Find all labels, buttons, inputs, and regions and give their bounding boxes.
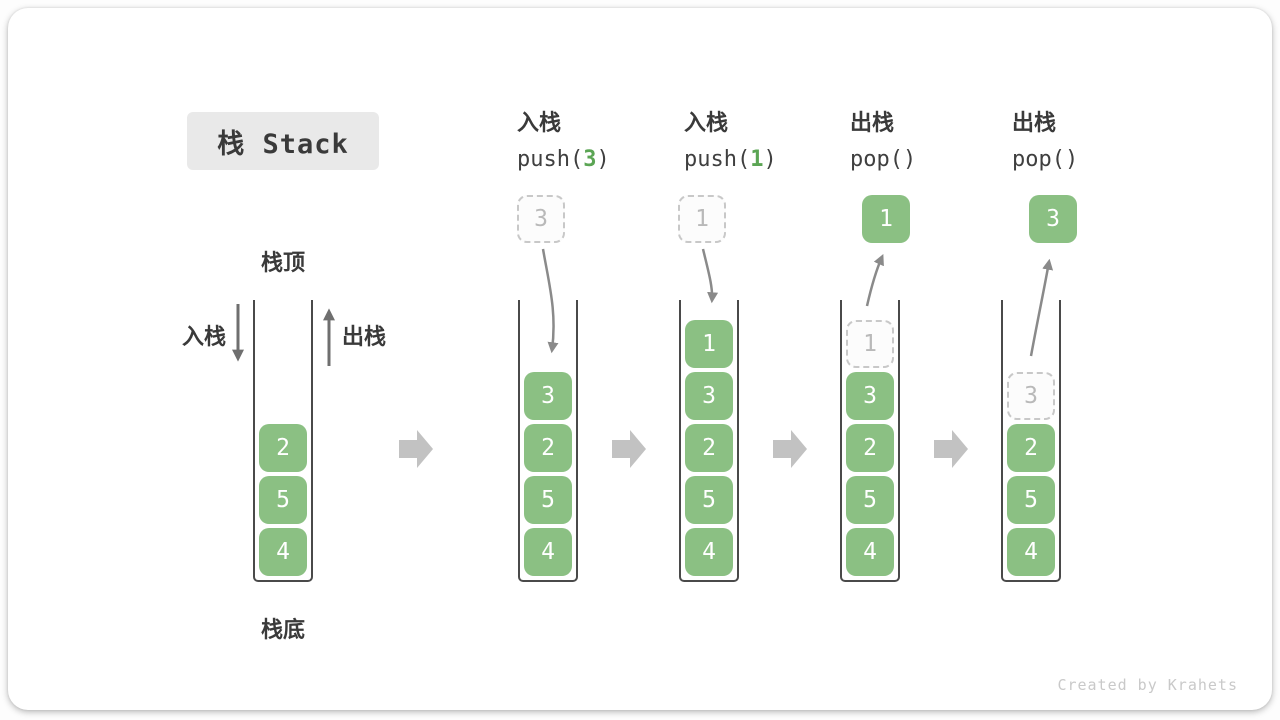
stack-after-pop-1: 1 3 2 5 4	[840, 300, 900, 582]
stack-cell-ghost: 1	[846, 320, 894, 368]
op-label-push-1: 入栈 push(1)	[684, 104, 777, 178]
op-name: 入栈	[517, 110, 562, 135]
op-call: push(3)	[517, 141, 610, 178]
op-fn: pop(	[850, 147, 903, 172]
float-cell-ghost-1: 1	[678, 195, 726, 243]
stack-initial: 2 5 4	[253, 300, 313, 582]
stack-cell: 2	[259, 424, 307, 472]
op-fn: pop(	[1012, 147, 1065, 172]
float-cell-popped-1: 1	[862, 195, 910, 243]
op-name: 出栈	[1012, 110, 1057, 135]
stack-cell: 3	[524, 372, 572, 420]
op-name: 出栈	[850, 110, 895, 135]
op-arg: 3	[583, 147, 597, 172]
op-close: )	[763, 147, 777, 172]
stack-cell: 5	[685, 476, 733, 524]
op-close: )	[596, 147, 610, 172]
stack-cell: 4	[524, 528, 572, 576]
stack-cell: 3	[685, 372, 733, 420]
stack-cell: 1	[685, 320, 733, 368]
stack-cell: 4	[685, 528, 733, 576]
title-text: 栈 Stack	[217, 128, 349, 160]
stack-cell-ghost: 3	[1007, 372, 1055, 420]
stack-cell: 3	[846, 372, 894, 420]
label-stack-bottom: 栈底	[260, 617, 306, 642]
op-label-push-3: 入栈 push(3)	[517, 104, 610, 178]
stack-after-push-3: 3 2 5 4	[518, 300, 578, 582]
stack-cell: 5	[1007, 476, 1055, 524]
stack-after-pop-2: 3 2 5 4	[1001, 300, 1061, 582]
stack-cell: 4	[846, 528, 894, 576]
op-label-pop-1: 出栈 pop()	[850, 104, 916, 178]
op-arg: 1	[750, 147, 764, 172]
label-pop: 出栈	[342, 324, 387, 349]
op-close: )	[902, 147, 917, 172]
stack-cell: 4	[259, 528, 307, 576]
title-badge: 栈 Stack	[187, 112, 379, 170]
op-fn: push(	[684, 147, 751, 172]
op-call: pop()	[1012, 141, 1078, 178]
stack-cell: 2	[846, 424, 894, 472]
float-cell-ghost-3: 3	[517, 195, 565, 243]
watermark: Created by Krahets	[1057, 676, 1238, 694]
stack-after-push-1: 1 3 2 5 4	[679, 300, 739, 582]
stack-cell: 2	[524, 424, 572, 472]
stack-cell: 5	[846, 476, 894, 524]
op-call: pop()	[850, 141, 916, 178]
op-label-pop-2: 出栈 pop()	[1012, 104, 1078, 178]
op-name: 入栈	[684, 110, 729, 135]
stack-cell: 4	[1007, 528, 1055, 576]
stack-cell: 5	[524, 476, 572, 524]
float-cell-popped-3: 3	[1029, 195, 1077, 243]
stack-cell: 2	[685, 424, 733, 472]
label-push: 入栈	[182, 324, 227, 349]
op-call: push(1)	[684, 141, 777, 178]
op-close: )	[1064, 147, 1079, 172]
label-stack-top: 栈顶	[260, 250, 306, 275]
stack-cell: 5	[259, 476, 307, 524]
stack-cell: 2	[1007, 424, 1055, 472]
op-fn: push(	[517, 147, 584, 172]
